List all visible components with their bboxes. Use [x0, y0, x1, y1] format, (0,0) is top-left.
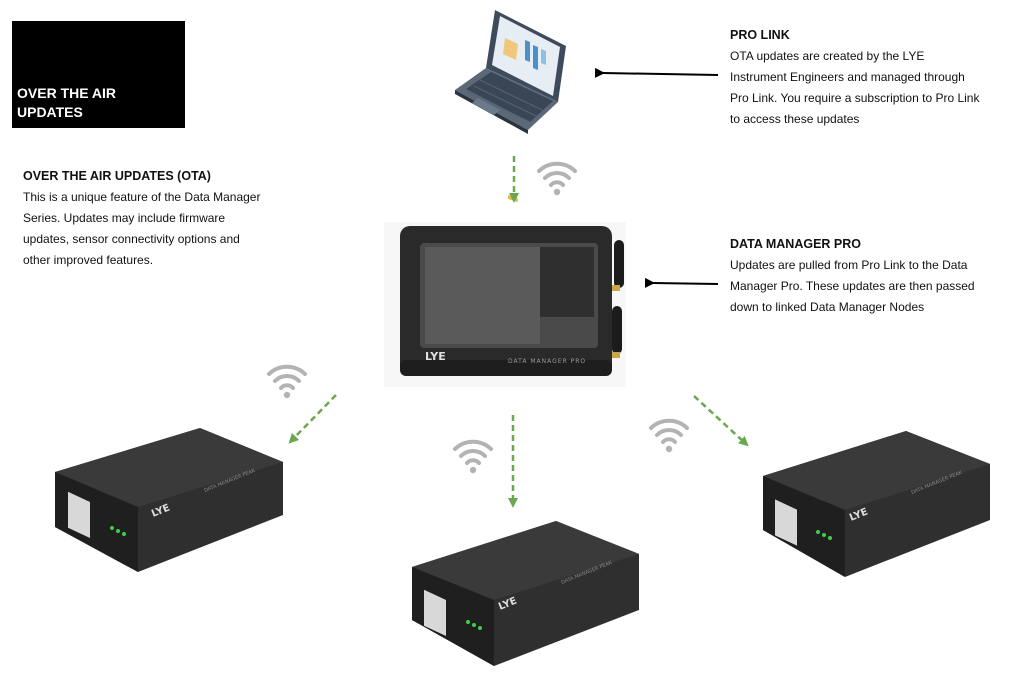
ota-line: Series. Updates may include firmware	[23, 211, 226, 225]
ota-text-block: OVER THE AIR UPDATES (OTA) This is a uni…	[23, 166, 293, 271]
pro-link-text-block: PRO LINK OTA updates are created by the …	[730, 25, 1015, 130]
ota-line: updates, sensor connectivity options and	[23, 232, 240, 246]
pro-link-heading: PRO LINK	[730, 28, 790, 42]
arrow-to-laptop	[594, 67, 719, 78]
pro-link-line: Instrument Engineers and managed through	[730, 70, 965, 84]
ota-line: This is a unique feature of the Data Man…	[23, 190, 261, 204]
title-box-label: OVER THE AIR UPDATES	[17, 85, 117, 120]
ota-heading: OVER THE AIR UPDATES (OTA)	[23, 169, 211, 183]
wifi-icon	[267, 364, 307, 401]
data-manager-pro-logo: LYE	[425, 350, 446, 363]
pro-link-line: OTA updates are created by the LYE	[730, 49, 925, 63]
node-device-center: DATA MANAGER PEAK LYE	[412, 521, 639, 666]
data-manager-pro-line: Updates are pulled from Pro Link to the …	[730, 258, 968, 272]
wifi-icon	[649, 418, 689, 455]
arrow-to-data-manager-pro	[644, 277, 719, 288]
pro-link-line: Pro Link. You require a subscription to …	[730, 91, 980, 105]
wifi-icon	[537, 161, 577, 198]
data-manager-pro-device-label: DATA MANAGER PRO	[508, 358, 586, 365]
arrow-pro-to-right-node	[693, 395, 749, 447]
data-manager-pro-line: Manager Pro. These updates are then pass…	[730, 279, 975, 293]
arrow-pro-to-left-node	[288, 394, 337, 444]
data-manager-pro-line: down to linked Data Manager Nodes	[730, 300, 925, 314]
data-manager-pro-text-block: DATA MANAGER PRO Updates are pulled from…	[730, 234, 1015, 318]
pro-link-line: to access these updates	[730, 112, 860, 126]
data-manager-pro-device: DATA MANAGER PRO LYE	[384, 222, 626, 387]
laptop-icon	[455, 10, 566, 203]
node-device-left: DATA MANAGER PEAK LYE	[55, 428, 283, 572]
title-box: OVER THE AIR UPDATES	[12, 21, 185, 128]
node-device-right: DATA MANAGER PEAK LYE	[763, 431, 990, 577]
wifi-icon	[453, 439, 493, 476]
ota-line: other improved features.	[23, 253, 154, 267]
data-manager-pro-heading: DATA MANAGER PRO	[730, 237, 862, 251]
